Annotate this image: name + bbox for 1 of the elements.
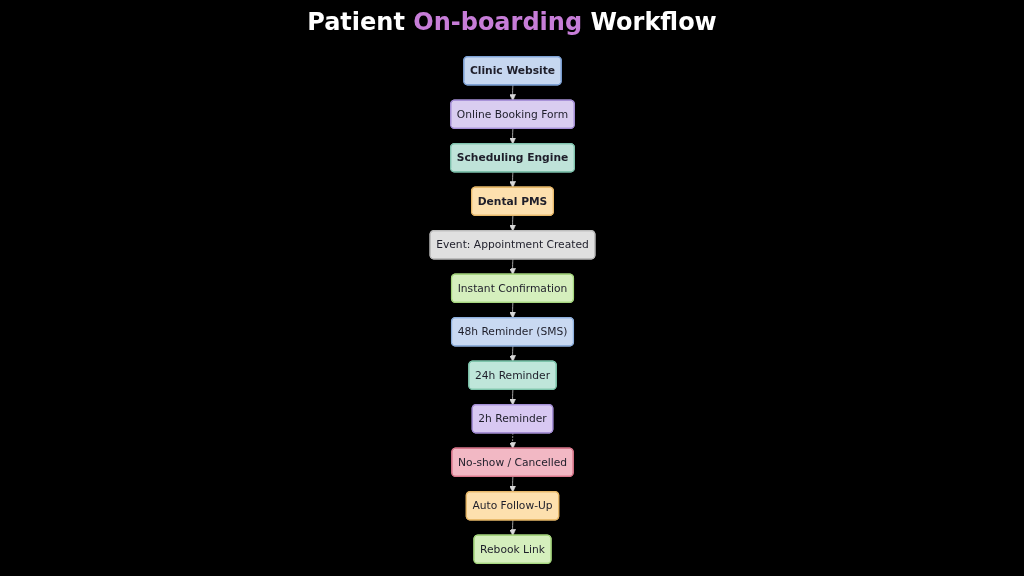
diagram-title: Patient On-boarding Workflow: [307, 8, 717, 36]
